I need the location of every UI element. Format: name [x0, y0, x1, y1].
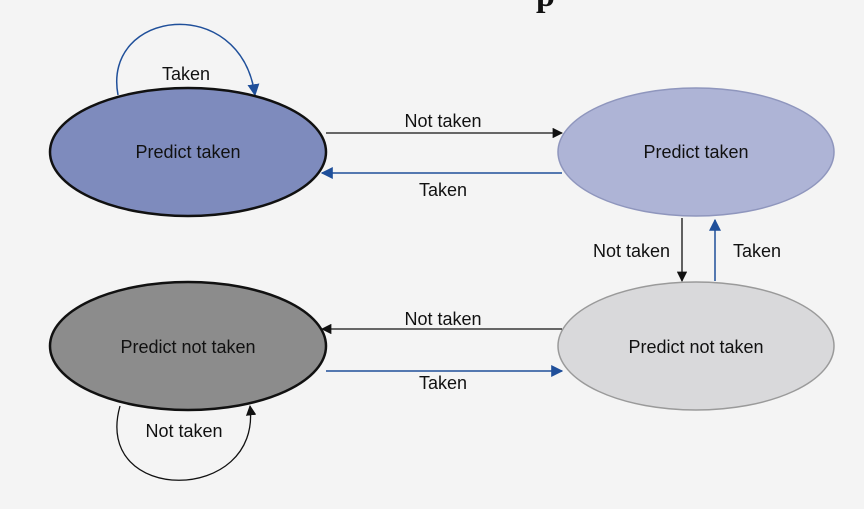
self-loop-taken-arrow — [115, 23, 260, 97]
arrow-wnt-to-snt-label: Not taken — [404, 309, 481, 329]
arrow-snt-to-wnt-label: Taken — [419, 373, 467, 393]
title-fragment: p — [536, 0, 555, 14]
arrow-wt-to-st-label: Taken — [419, 180, 467, 200]
self-loop-taken-label: Taken — [162, 64, 210, 84]
state-weak-not-taken-label: Predict not taken — [628, 337, 763, 357]
arrow-wnt-to-wt-label: Taken — [733, 241, 781, 261]
state-weak-taken — [557, 87, 835, 217]
arrow-st-to-wt-label: Not taken — [404, 111, 481, 131]
state-strong-not-taken — [48, 280, 328, 412]
state-strong-taken — [48, 86, 328, 218]
state-weak-not-taken — [557, 281, 835, 411]
self-loop-not-taken-label: Not taken — [145, 421, 222, 441]
self-loop-not-taken-arrow — [116, 404, 257, 481]
state-weak-taken-label: Predict taken — [643, 142, 748, 162]
state-strong-taken-label: Predict taken — [135, 142, 240, 162]
state-strong-not-taken-label: Predict not taken — [120, 337, 255, 357]
arrow-wt-to-wnt-label: Not taken — [593, 241, 670, 261]
